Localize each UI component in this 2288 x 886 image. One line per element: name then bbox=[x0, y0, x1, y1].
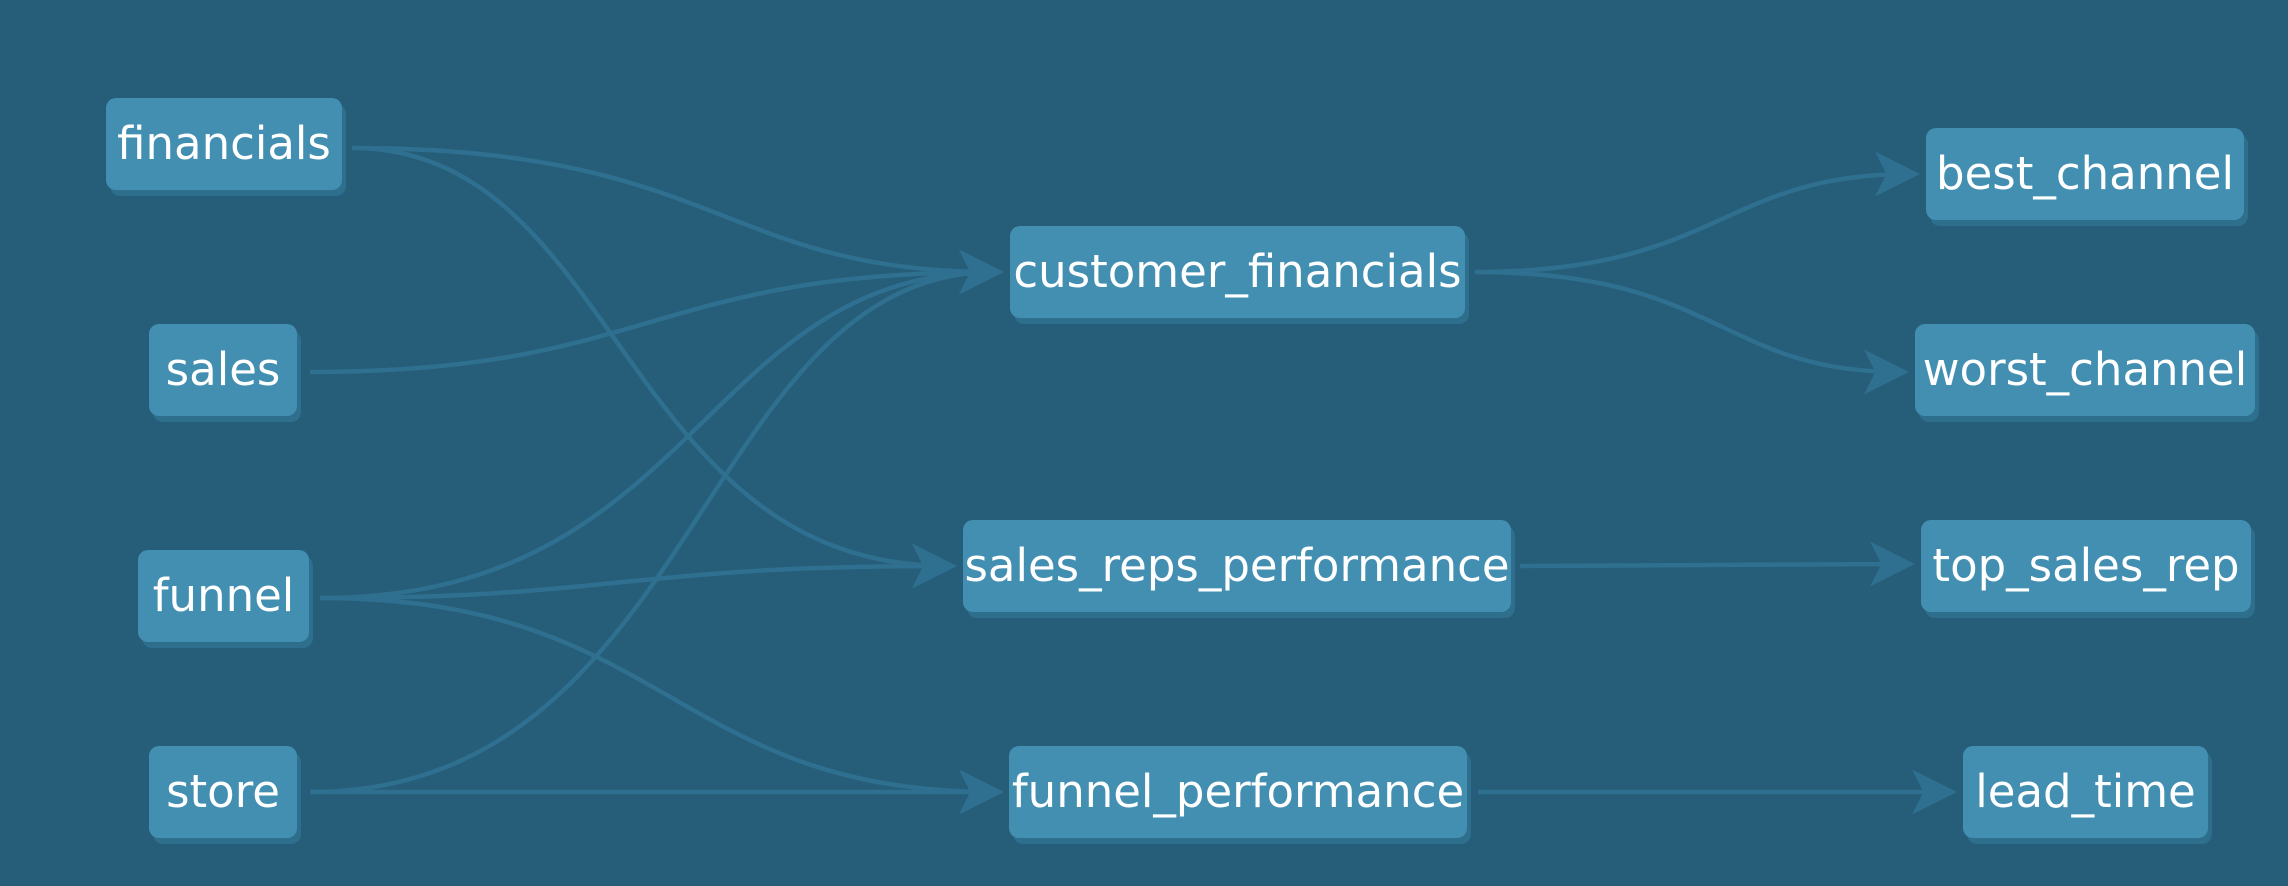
node-label-sales: sales bbox=[165, 342, 281, 396]
node-label-best-channel: best_channel bbox=[1936, 146, 2234, 200]
edge-funnel-to-funnel-performance bbox=[319, 595, 1004, 815]
edge-customer-financials-to-best-channel bbox=[1474, 151, 1920, 275]
node-customer-financials[interactable]: customer_financials bbox=[1010, 226, 1465, 318]
node-label-worst-channel: worst_channel bbox=[1922, 342, 2248, 396]
node-label-top-sales-rep: top_sales_rep bbox=[1932, 538, 2240, 592]
edge-sales-to-customer-financials bbox=[309, 249, 1004, 375]
node-label-sales-reps-performance: sales_reps_performance bbox=[964, 538, 1510, 592]
node-lead-time[interactable]: lead_time bbox=[1963, 746, 2208, 838]
edge-customer-financials-to-worst-channel bbox=[1474, 269, 1909, 395]
edge-store-to-customer-financials bbox=[309, 249, 1004, 795]
node-top-sales-rep[interactable]: top_sales_rep bbox=[1921, 520, 2251, 612]
node-label-funnel-performance: funnel_performance bbox=[1011, 764, 1465, 818]
edge-sales-reps-performance-to-top-sales-rep bbox=[1519, 541, 1915, 587]
node-sales-reps-performance[interactable]: sales_reps_performance bbox=[963, 520, 1511, 612]
node-sales[interactable]: sales bbox=[149, 324, 297, 416]
node-label-lead-time: lead_time bbox=[1975, 764, 2196, 818]
node-label-customer-financials: customer_financials bbox=[1013, 244, 1462, 298]
node-funnel[interactable]: funnel bbox=[138, 550, 309, 642]
node-worst-channel[interactable]: worst_channel bbox=[1915, 324, 2255, 416]
node-label-financials: financials bbox=[117, 116, 331, 170]
edge-financials-to-customer-financials bbox=[351, 145, 1004, 295]
node-funnel-performance[interactable]: funnel_performance bbox=[1009, 746, 1467, 838]
node-store[interactable]: store bbox=[149, 746, 297, 838]
node-financials[interactable]: financials bbox=[106, 98, 342, 190]
node-label-store: store bbox=[166, 764, 280, 818]
node-label-funnel: funnel bbox=[152, 568, 295, 622]
edge-funnel-to-sales-reps-performance bbox=[319, 543, 957, 601]
node-best-channel[interactable]: best_channel bbox=[1926, 128, 2244, 220]
edge-financials-to-sales-reps-performance bbox=[351, 145, 957, 589]
